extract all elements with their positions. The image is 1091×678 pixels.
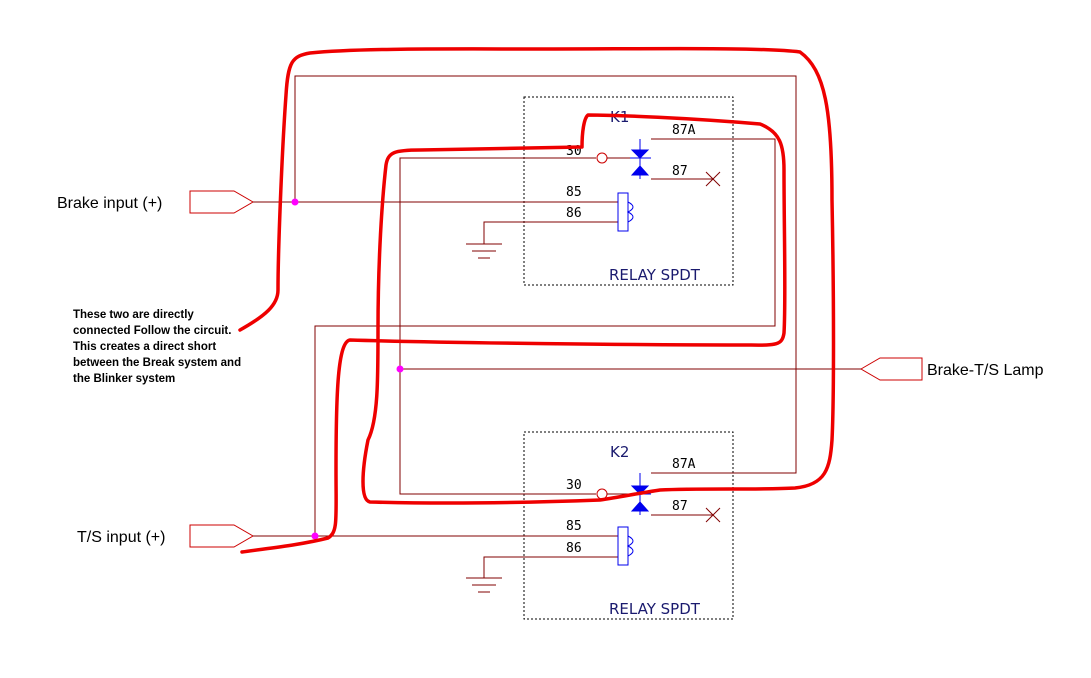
k2-pin-85: 85 <box>566 519 582 534</box>
wiring <box>253 75 861 578</box>
open-terminals <box>705 171 721 523</box>
relay-k2-box <box>523 431 734 620</box>
lamp-output-connector <box>860 357 923 381</box>
k1-pin-85: 85 <box>566 185 582 200</box>
relay-k1-contacts <box>596 139 651 179</box>
k1-pin-86: 86 <box>566 206 582 221</box>
wire-k1-86-ground <box>483 221 618 244</box>
ground-symbols <box>466 243 502 593</box>
lamp-output-label: Brake-T/S Lamp <box>927 362 1044 379</box>
wire-k1-30-to-k2-30 <box>399 157 596 495</box>
brake-input-label: Brake input (+) <box>57 195 162 212</box>
k2-pin-86: 86 <box>566 541 582 556</box>
relay-coils <box>617 192 634 566</box>
k1-pin-87a: 87A <box>672 123 696 138</box>
wire-ts-to-k1-87a <box>314 138 776 536</box>
relay-k2-type: RELAY SPDT <box>609 600 701 618</box>
k2-pin-30: 30 <box>566 478 582 493</box>
ts-input-label: T/S input (+) <box>77 529 165 546</box>
annotation-trace-outer <box>238 46 836 554</box>
relay-k1-type: RELAY SPDT <box>609 266 701 284</box>
annotation-note: These two are directly connected Follow … <box>73 309 242 385</box>
relay-k1-box <box>523 96 734 286</box>
k2-pin-87: 87 <box>672 499 688 514</box>
wire-k2-86-ground <box>483 556 618 578</box>
relay-k2-id: K2 <box>610 443 629 461</box>
k2-pin-87a: 87A <box>672 457 696 472</box>
relay-k2-contacts <box>596 473 651 515</box>
wire-brake-to-k2-87a <box>294 75 797 474</box>
ts-input-connector <box>189 524 254 548</box>
brake-input-connector <box>189 190 254 214</box>
k1-pin-87: 87 <box>672 164 688 179</box>
junction-dots <box>291 198 404 540</box>
